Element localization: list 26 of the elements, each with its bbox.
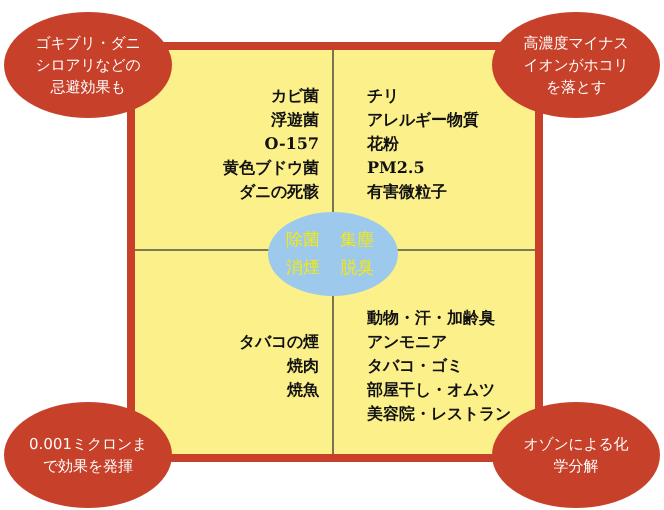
list-item: 有害微粒子 [367,181,448,203]
callout-text: オゾンによる化学分解 [522,434,630,477]
list-item: タバコの煙 [238,331,319,353]
circle-label: 集塵 [340,230,374,250]
circle-label: 脱臭 [340,258,374,278]
list-item: チリ [367,85,400,107]
list-item: カビ菌 [270,85,319,107]
list-item: 部屋干し・オムツ [367,379,496,401]
list-item: 焼肉 [286,355,319,377]
list-item: ダニの死骸 [238,181,319,203]
list-item: PM2.5 [367,157,426,179]
list-item: 動物・汗・加齢臭 [367,307,496,329]
list-item: アンモニア [367,331,448,353]
list-item: 美容院・レストラン [367,403,512,425]
list-item: 焼魚 [286,379,319,401]
callout-text: 0.001ミクロンまで効果を発揮 [29,434,147,477]
list-item: 黄色ブドウ菌 [222,157,319,179]
callout-text: ゴキブリ・ダニシロアリなどの忌避効果も [34,33,142,98]
list-item: タバコ・ゴミ [367,355,464,377]
callout-text: 高濃度マイナスイオンがホコリを落とす [522,33,630,98]
list-item: 花粉 [367,133,400,155]
list-item: 浮遊菌 [270,109,319,131]
circle-label: 消煙 [286,258,320,278]
list-item: アレルギー物質 [367,109,480,131]
circle-label: 除菌 [286,230,320,250]
list-item: O-157 [263,133,319,155]
